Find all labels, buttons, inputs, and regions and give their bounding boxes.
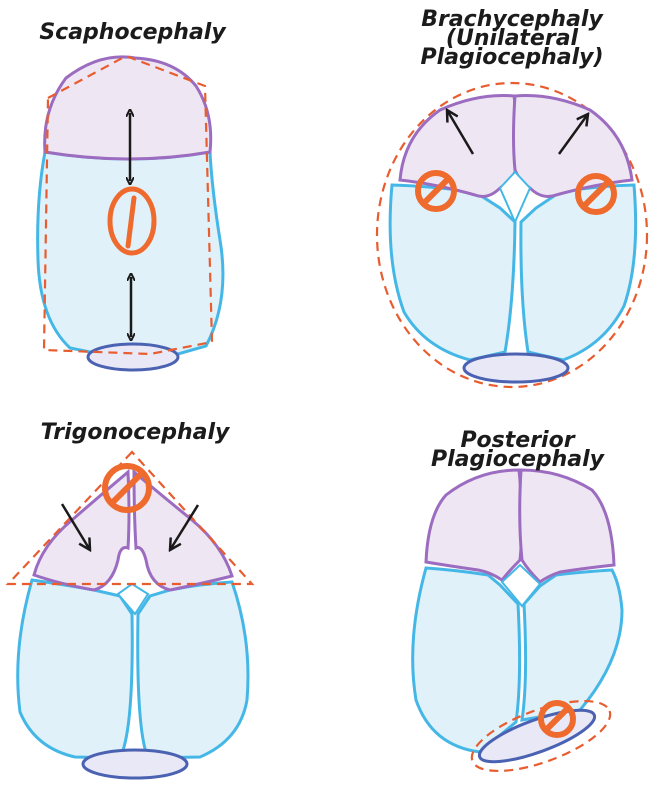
scaphocephaly-title-line: Scaphocephaly xyxy=(10,24,255,42)
trigonocephaly-occipital xyxy=(83,750,187,778)
scaphocephaly-title: Scaphocephaly xyxy=(10,24,255,42)
trigonocephaly-left-parietal xyxy=(18,580,133,758)
trigonocephaly-title-line: Trigonocephaly xyxy=(5,424,265,442)
posterior-title-line-2: Plagiocephaly xyxy=(405,450,630,469)
trigonocephaly-right-parietal xyxy=(138,582,248,758)
trigonocephaly-skull xyxy=(8,452,252,778)
brachycephaly-title-line-3: Plagiocephaly) xyxy=(382,48,642,67)
brachycephaly-occipital xyxy=(464,354,568,382)
brachycephaly-skull xyxy=(377,83,647,387)
brachycephaly-right-frontal xyxy=(514,96,633,197)
scaphocephaly-skull xyxy=(38,56,223,370)
posterior-right-frontal xyxy=(520,470,614,582)
trigonocephaly-left-frontal xyxy=(34,472,129,590)
scaphocephaly-frontal-bone xyxy=(45,57,211,159)
posterior-left-frontal xyxy=(426,470,522,580)
posterior-plagiocephaly-title: Posterior Plagiocephaly xyxy=(405,431,630,469)
brachycephaly-right-parietal xyxy=(521,185,636,360)
posterior-plagiocephaly-skull xyxy=(413,470,622,785)
posterior-right-parietal xyxy=(522,570,622,720)
brachycephaly-title: Brachycephaly (Unilateral Plagiocephaly) xyxy=(382,10,642,67)
trigonocephaly-title: Trigonocephaly xyxy=(5,424,265,442)
scaphocephaly-occipital-bone xyxy=(88,344,178,370)
